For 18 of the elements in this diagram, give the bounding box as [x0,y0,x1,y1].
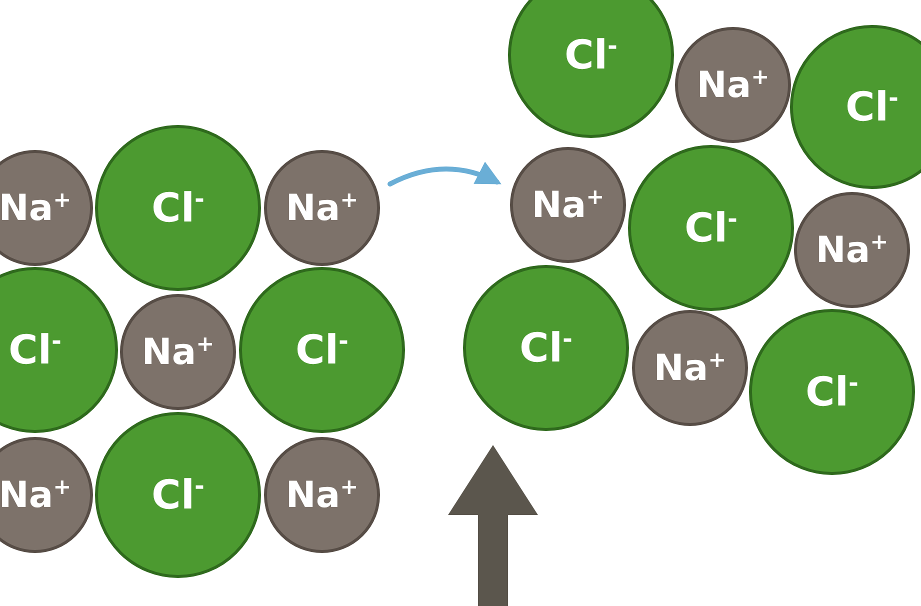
ion-label: Cl$^{-}$ [151,472,205,518]
ion-label: Cl$^{-}$ [295,326,349,374]
ion-label: Cl$^{-}$ [8,326,62,374]
ion-label: Cl$^{-}$ [684,204,738,252]
ion-label: Na$^{+}$ [286,474,358,516]
ion-label: Cl$^{-}$ [519,324,573,372]
ion-label: Cl$^{-}$ [845,84,899,130]
ion-label: Na$^{+}$ [532,184,604,226]
ion-label: Na$^{+}$ [654,348,726,388]
ion-label: Na$^{+}$ [286,188,358,228]
ion-label: Na$^{+}$ [0,474,72,516]
ion-label: Cl$^{-}$ [151,184,205,232]
ion-label: Cl$^{-}$ [564,32,618,78]
ion-label: Na$^{+}$ [0,188,72,228]
ion-label: Na$^{+}$ [142,332,214,372]
ion-label: Na$^{+}$ [696,64,770,106]
ion-label: Na$^{+}$ [816,230,888,270]
ion-label: Cl$^{-}$ [805,368,859,416]
